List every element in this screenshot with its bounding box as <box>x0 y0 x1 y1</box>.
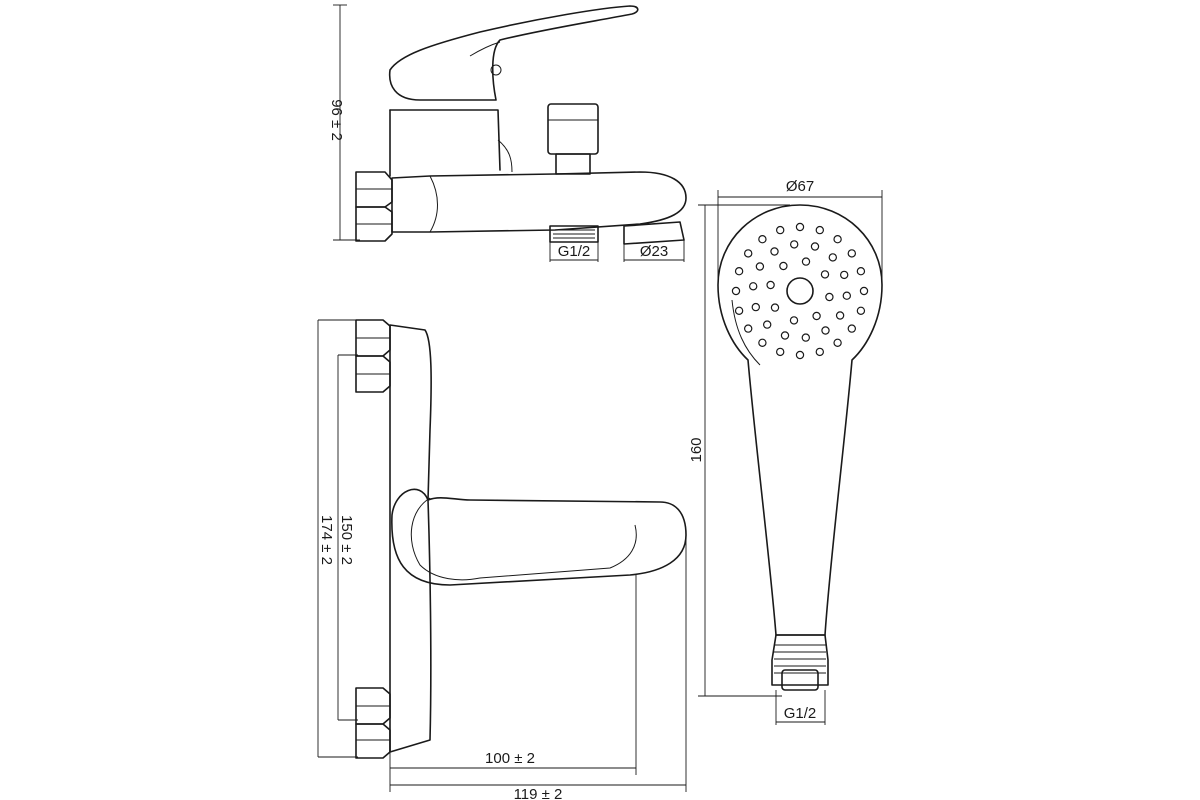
spray-hole <box>734 306 744 315</box>
spray-hole <box>795 222 805 232</box>
spray-hole <box>731 286 741 296</box>
shower-thread <box>771 634 829 691</box>
spray-hole <box>821 326 830 335</box>
spray-hole <box>770 247 779 256</box>
spray-hole <box>758 234 767 244</box>
spray-hole <box>815 225 825 235</box>
spray-hole <box>801 333 811 342</box>
spray-hole <box>815 347 825 357</box>
spray-hole <box>744 249 753 258</box>
spray-hole <box>776 347 785 357</box>
spray-hole <box>758 338 767 347</box>
spray-hole <box>847 324 857 333</box>
front-inner-height-label: 150 ± 2 <box>338 515 355 565</box>
spray-hole <box>776 225 785 235</box>
spray-hole <box>833 234 842 244</box>
spray-hole <box>749 282 758 291</box>
spray-hole <box>763 320 772 329</box>
spray-hole <box>856 267 866 276</box>
spray-hole <box>840 270 849 280</box>
side-height-label: 96 ± 2 <box>328 99 345 141</box>
spray-hole <box>833 338 842 347</box>
side-spout-diameter-label: Ø23 <box>640 243 668 260</box>
spray-hole <box>734 267 744 276</box>
spray-hole <box>856 306 866 315</box>
front-view: 174 ± 2 150 ± 2 100 ± 2 119 ± 2 <box>317 319 687 800</box>
spray-hole <box>810 242 820 251</box>
spray-hole <box>744 324 753 333</box>
spray-hole <box>779 261 788 271</box>
spray-hole <box>828 253 838 262</box>
spray-holes <box>731 222 869 360</box>
spray-hole <box>770 303 780 312</box>
front-lever-depth-label: 100 ± 2 <box>485 750 535 767</box>
spray-hole <box>812 311 821 321</box>
spray-hole <box>842 291 852 300</box>
spray-hole <box>825 292 834 302</box>
shower-head-diameter-label: Ø67 <box>786 178 814 195</box>
spray-hole <box>751 302 761 312</box>
spray-hole <box>795 350 805 360</box>
side-view: 96 ± 2 G1/2 <box>328 4 687 262</box>
shower-length-label: 160 <box>688 437 705 462</box>
spray-hole <box>780 331 790 340</box>
spray-hole <box>801 257 811 266</box>
hand-shower: Ø67 160 G1/2 <box>688 178 883 725</box>
spray-hole <box>755 262 765 271</box>
spray-hole <box>835 311 845 320</box>
spray-hole <box>790 240 799 249</box>
front-total-depth-label: 119 ± 2 <box>514 786 563 800</box>
side-thread-label: G1/2 <box>558 243 591 260</box>
spray-hole <box>859 286 869 296</box>
shower-thread-label: G1/2 <box>784 705 817 722</box>
spray-hole <box>820 270 830 279</box>
front-outer-height-label: 174 ± 2 <box>318 515 335 565</box>
spray-hole <box>789 316 799 325</box>
spray-hole <box>766 280 775 290</box>
side-thread <box>549 225 599 243</box>
spray-hole <box>847 249 857 258</box>
